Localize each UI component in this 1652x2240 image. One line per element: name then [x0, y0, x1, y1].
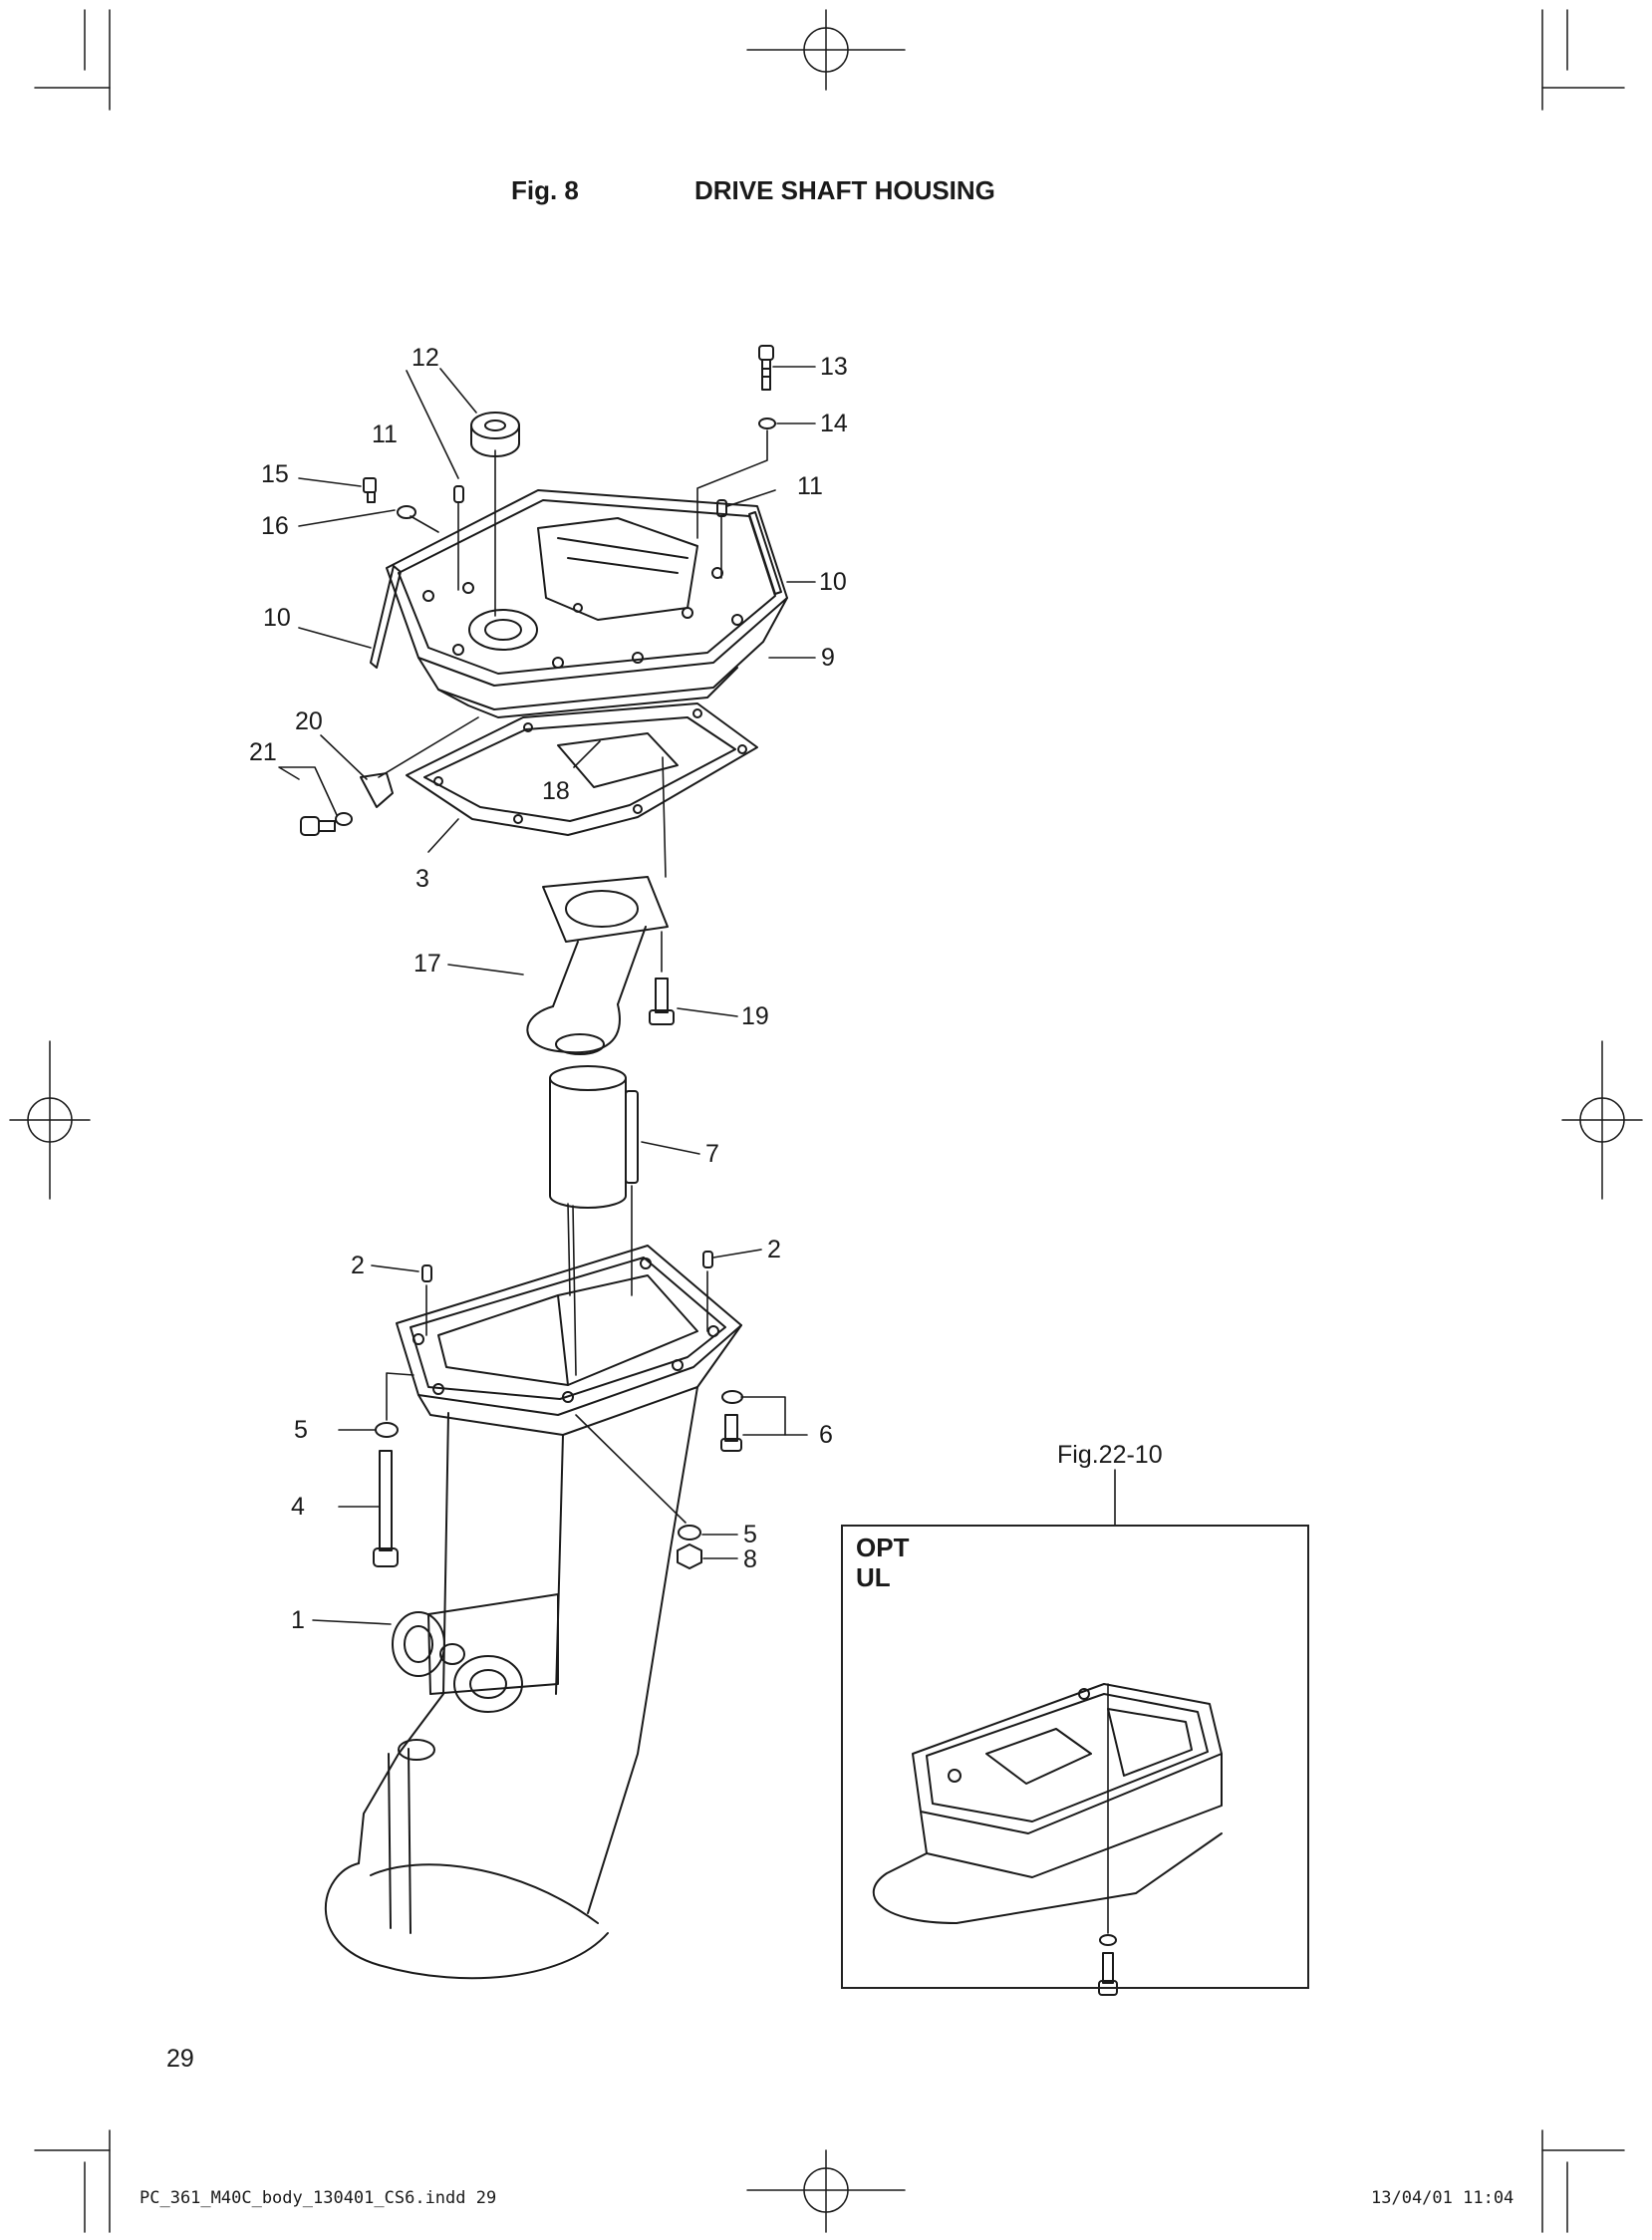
- callout-c20: 20: [295, 707, 323, 735]
- part-bolt-21: [300, 816, 336, 836]
- print-marks: [9, 9, 1643, 2233]
- callout-c10b: 10: [819, 568, 847, 596]
- callout-c8: 8: [743, 1545, 757, 1573]
- part-bolt-13: [758, 345, 774, 391]
- inset-figure-reference: Fig.22-10: [1057, 1441, 1163, 1469]
- figure-number: Fig. 8: [511, 175, 579, 205]
- figure-title: DRIVE SHAFT HOUSING: [694, 175, 995, 205]
- callout-c18: 18: [542, 777, 570, 805]
- part-nut-8: [677, 1543, 702, 1569]
- part-washer-14: [758, 418, 776, 429]
- part-bolt-6: [720, 1414, 742, 1452]
- part-gasket-3: [406, 702, 758, 836]
- callout-c2b: 2: [767, 1236, 781, 1263]
- footer-timestamp: 13/04/01 11:04: [1371, 2188, 1514, 2208]
- footer-filename: PC_361_M40C_body_130401_CS6.indd 29: [139, 2188, 497, 2208]
- part-gasket-16: [397, 505, 416, 519]
- callout-c17: 17: [413, 950, 441, 978]
- callout-c7: 7: [705, 1140, 719, 1168]
- inset-label-ul: UL: [856, 1562, 891, 1592]
- part-seal-strip-10a: [370, 565, 402, 669]
- inset-frame: [841, 1525, 1309, 1989]
- inset-label-opt: OPT: [856, 1533, 910, 1562]
- callout-c10a: 10: [263, 604, 291, 632]
- callout-c16: 16: [261, 512, 289, 540]
- part-exhaust-pipe: [526, 876, 669, 1055]
- registration-mark-bottom: [746, 2149, 906, 2233]
- callout-c21: 21: [249, 738, 277, 766]
- callout-c5a: 5: [294, 1416, 308, 1444]
- part-dowel-2b: [702, 1251, 713, 1268]
- registration-mark-left: [9, 1040, 91, 1200]
- part-dowel-11a: [453, 485, 464, 503]
- part-washer-5b: [678, 1525, 701, 1540]
- callout-c5b: 5: [743, 1521, 757, 1548]
- part-seal-strip-10b: [748, 511, 782, 595]
- part-oil-pan: [386, 489, 788, 718]
- part-long-bolt-4: [373, 1450, 399, 1567]
- part-dowel-2a: [421, 1264, 432, 1282]
- part-clip-20: [360, 772, 394, 808]
- part-drive-shaft-housing: [324, 1245, 742, 1980]
- registration-mark-top: [746, 9, 906, 91]
- callout-c1: 1: [291, 1606, 305, 1634]
- callout-c11a: 11: [372, 420, 398, 448]
- callout-c4: 4: [291, 1493, 305, 1521]
- callout-c2a: 2: [351, 1252, 365, 1279]
- part-washer-5a: [375, 1422, 399, 1438]
- part-washer-21: [335, 812, 353, 826]
- callout-c12: 12: [412, 344, 439, 372]
- registration-mark-right: [1561, 1040, 1643, 1200]
- callout-c15: 15: [261, 460, 289, 488]
- page-number: 29: [166, 2045, 194, 2073]
- callout-c14: 14: [820, 410, 848, 437]
- part-stud-7: [625, 1090, 639, 1184]
- inset-housing-drawing: [872, 1683, 1223, 1996]
- callout-c11b: 11: [797, 472, 823, 500]
- part-washer-6: [721, 1390, 743, 1404]
- leader-lines: [278, 366, 1116, 1934]
- part-plug-15: [363, 477, 377, 503]
- part-drive-tube: [549, 1065, 627, 1209]
- part-bolt-19: [649, 978, 675, 1025]
- callout-c9: 9: [821, 644, 835, 672]
- callout-c6: 6: [819, 1421, 833, 1449]
- callout-c3: 3: [415, 865, 429, 893]
- callout-c13: 13: [820, 353, 848, 381]
- callout-c19: 19: [741, 1002, 769, 1030]
